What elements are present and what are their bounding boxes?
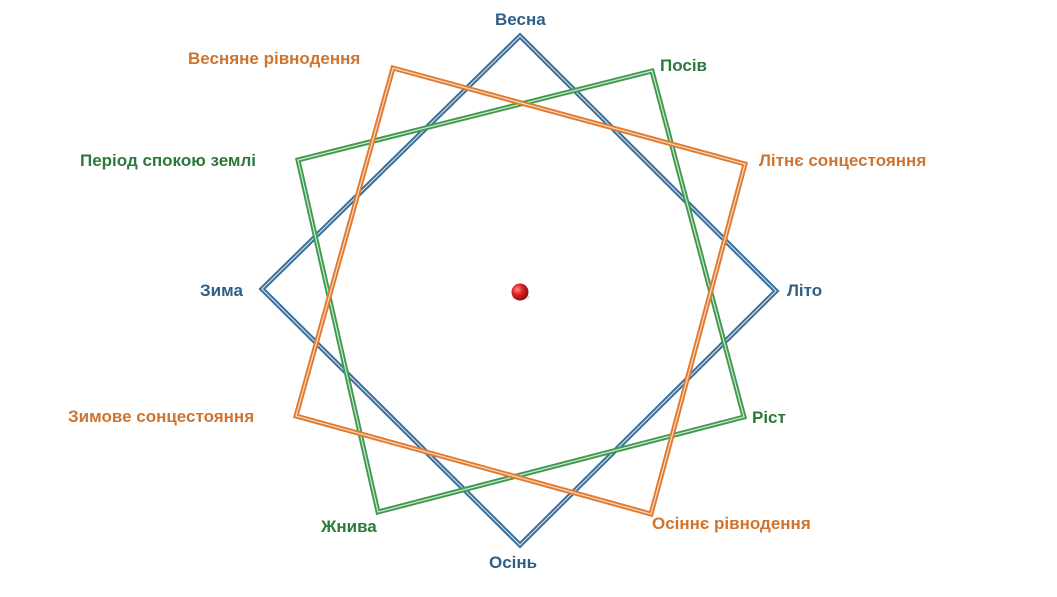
label-summer: Літо (787, 281, 823, 300)
label-winter-solstice: Зимове сонцестояння (68, 407, 255, 426)
label-vernal-equinox: Весняне рівнодення (188, 49, 361, 68)
orange-square (292, 64, 749, 518)
label-autumnal-equinox: Осіннє рівнодення (652, 514, 811, 533)
center-marker (511, 283, 530, 301)
label-growth: Ріст (752, 408, 786, 427)
label-dormancy: Період спокою землі (80, 151, 257, 170)
label-winter: Зима (200, 281, 243, 300)
label-summer-solstice: Літнє сонцестояння (759, 151, 927, 170)
label-sowing: Посів (660, 56, 708, 75)
label-spring: Весна (495, 10, 546, 29)
green-square (295, 67, 748, 516)
label-autumn: Осінь (489, 553, 538, 572)
blue-square (258, 32, 780, 549)
label-harvest: Жнива (321, 517, 377, 536)
